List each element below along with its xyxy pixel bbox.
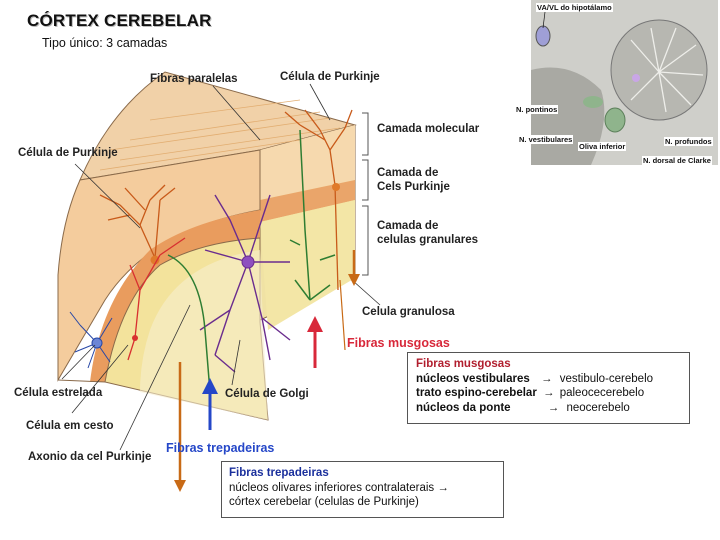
label-camada-purkinje-2: Cels Purkinje (377, 181, 450, 193)
golgi-cell (199, 194, 291, 373)
label-camada-molecular: Camada molecular (377, 123, 480, 135)
mossy-row-2-arrow: → (543, 387, 555, 399)
page-title: CÓRTEX CEREBELAR (27, 11, 212, 30)
layer-brackets (362, 112, 369, 276)
label-celula-purkinje-left: Célula de Purkinje (18, 147, 118, 159)
mossy-row-2-value: paleocecerebelo (559, 387, 645, 399)
block-edge (57, 379, 106, 383)
mossy-row-3-value: neocerebelo (566, 401, 630, 414)
label-celula-cesto: Célula em cesto (26, 420, 114, 432)
mossy-fiber-arrow (307, 316, 323, 368)
orange-arrow-right (348, 250, 360, 286)
inset-label-n-pontinos: N. pontinos (515, 105, 559, 114)
climbing-box-line-1: núcleos olivares inferiores contralatera… (229, 481, 449, 494)
mossy-row-1-key: núcleos vestibulares (416, 372, 530, 385)
mossy-row-2-key: trato espino-cerebelar (416, 387, 537, 399)
inset-label-va-vl: VA/VL do hipotálamo (536, 3, 613, 12)
purkinje-cell-top (284, 109, 353, 291)
parallel-fibers (99, 99, 341, 171)
label-fibras-paralelas: Fibras paralelas (150, 73, 238, 85)
pointer-lines (61, 83, 381, 451)
purkinje-soma-top (332, 183, 340, 191)
climbing-box-heading: Fibras trepadeiras (229, 467, 329, 479)
orange-arrow-left (174, 362, 186, 492)
label-fibras-trepadeiras: Fibras trepadeiras (166, 441, 275, 455)
climbing-fiber-arrow (202, 378, 218, 430)
purkinje-soma-left (150, 255, 160, 265)
inset-label-n-profundos: N. profundos (664, 137, 713, 146)
label-celula-estrelada: Célula estrelada (14, 387, 103, 399)
label-camada-purkinje-1: Camada de (377, 167, 439, 179)
mossy-row-1-value: vestibulo-cerebelo (559, 372, 654, 385)
mossy-row-3-key: núcleos da ponte (416, 401, 511, 414)
mossy-row-3: núcleos da ponte → neocerebelo (416, 401, 689, 416)
label-celula-purkinje-top: Célula de Purkinje (280, 71, 380, 83)
front-purkinje-band (260, 180, 355, 222)
inset-label-oliva-inferior: Oliva inferior (578, 142, 627, 151)
purkinje-axons (339, 279, 346, 351)
mossy-box-heading: Fibras musgosas (416, 358, 511, 370)
climbing-box-line-2: córtex cerebelar (celulas de Purkinje) (229, 496, 419, 508)
mossy-row-1: núcleos vestibulares → vestibulo-cerebel… (416, 372, 689, 387)
climbing-fibers-box: Fibras trepadeiras núcleos olivares infe… (221, 461, 504, 518)
front-molecular-band (260, 125, 355, 200)
granule-fibers (167, 129, 336, 393)
label-camada-granular-1: Camada de (377, 220, 439, 232)
inset-label-n-vestibulares: N. vestibulares (518, 135, 574, 144)
label-fibras-musgosas: Fibras musgosas (347, 336, 450, 350)
purkinje-cell-left (99, 184, 176, 259)
mossy-row-3-arrow: → (547, 401, 560, 414)
mossy-fibers-box: Fibras musgosas núcleos vestibulares → v… (407, 352, 690, 424)
inset-label-n-dorsal: N. dorsal de Clarke (642, 156, 712, 165)
mossy-row-1-arrow: → (540, 372, 553, 385)
label-axonio: Axonio da cel Purkinje (28, 451, 152, 463)
mossy-row-2: trato espino-cerebelar → paleocecerebelo (416, 386, 689, 401)
label-celula-golgi: Célula de Golgi (225, 388, 309, 400)
basket-cell (127, 237, 186, 361)
label-camada-granular-2: celulas granulares (377, 234, 478, 246)
page-subtitle: Tipo único: 3 camadas (42, 36, 168, 50)
label-celula-granulosa: Celula granulosa (362, 306, 455, 318)
